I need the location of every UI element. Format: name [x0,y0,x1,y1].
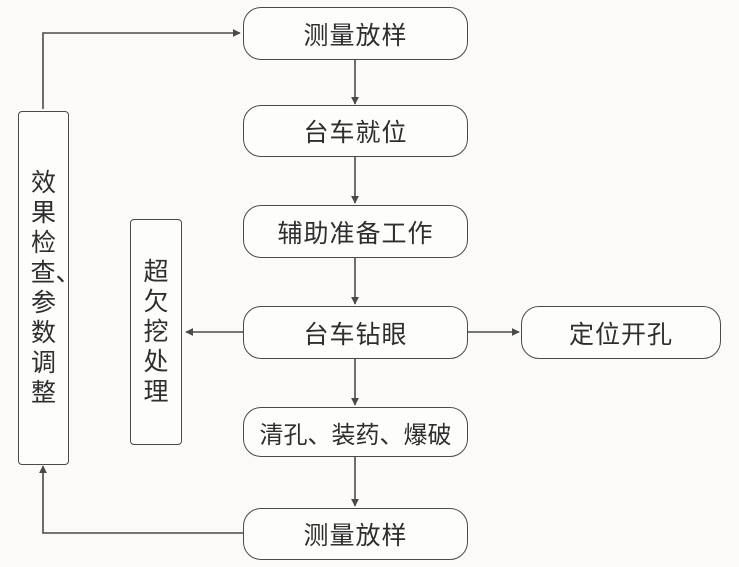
clean-charge-blast-label: 清孔、装药、爆破 [259,420,452,449]
position-holes-label: 定位开孔 [568,319,673,349]
prep-work-node: 辅助准备工作 [243,205,468,258]
jumbo-in-place-label: 台车就位 [303,118,408,147]
prep-work-label: 辅助准备工作 [277,218,434,248]
jumbo-drilling-label: 台车钻眼 [303,319,408,349]
arrow-check-to-survey [42,29,241,109]
survey-top-label: 测量放样 [303,20,408,50]
survey-bottom-node: 测量放样 [243,508,468,560]
arrow-survey-to-check [39,465,243,534]
overbreak-box: 超欠挖处理 [130,219,182,445]
overbreak-label: 超欠挖处理 [143,257,169,406]
jumbo-in-place-node: 台车就位 [243,105,468,157]
effect-check-label: 效果检查、参数调整 [30,168,81,407]
jumbo-drilling-node: 台车钻眼 [243,306,468,359]
effect-check-box: 效果检查、参数调整 [18,111,81,465]
position-holes-node: 定位开孔 [521,306,721,359]
survey-top-node: 测量放样 [243,7,468,60]
survey-bottom-label: 测量放样 [303,521,408,550]
clean-charge-blast-node: 清孔、装药、爆破 [243,407,468,457]
